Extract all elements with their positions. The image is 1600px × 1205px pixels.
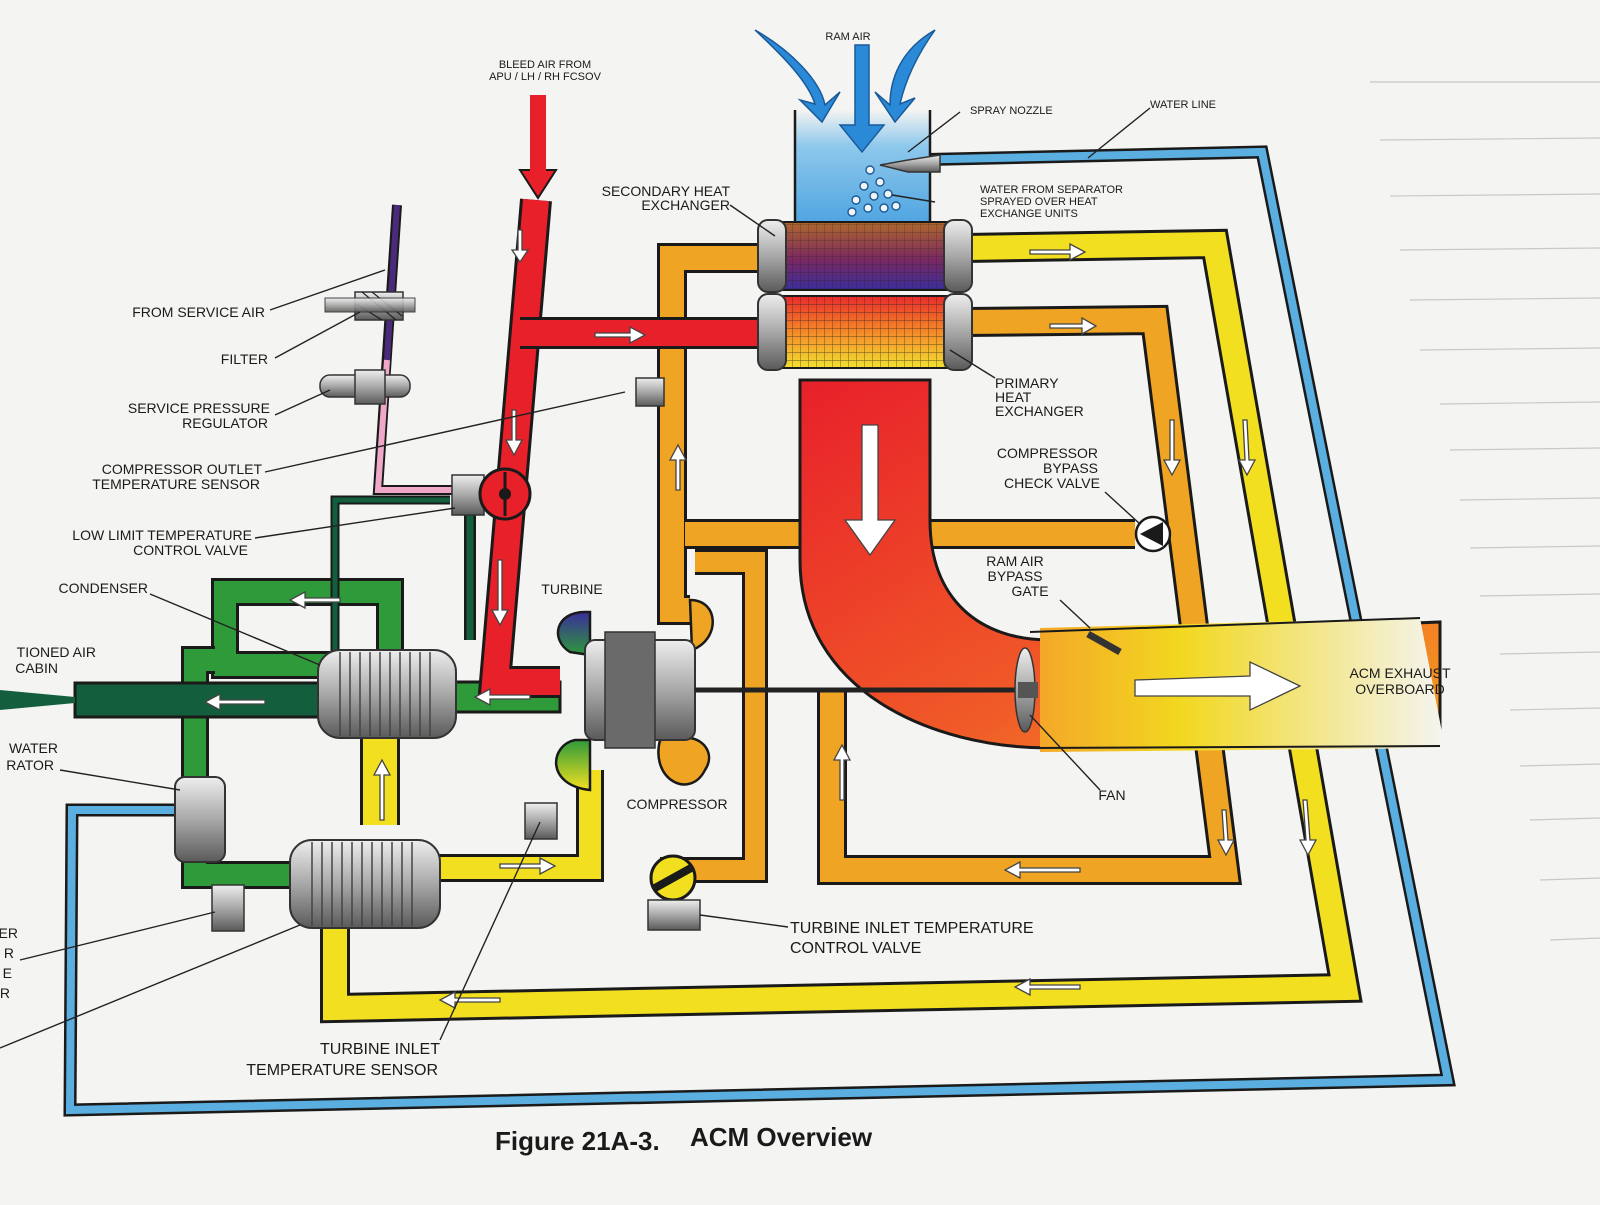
label-primary-hx-2: HEAT [995, 389, 1032, 405]
ram-air-bypass-gate [1086, 630, 1122, 656]
label-turbine: TURBINE [541, 581, 602, 597]
cabin-supply-duct [0, 680, 562, 719]
condenser [317, 649, 457, 739]
caption-number: Figure 21A-3. [495, 1126, 660, 1156]
label-from-service-air: FROM SERVICE AIR [132, 304, 265, 320]
label-comp-bypass-1: COMPRESSOR [997, 445, 1098, 461]
labels: RAM AIR BLEED AIR FROM APU / LH / RH FCS… [0, 31, 1451, 1079]
label-acm-exhaust-1: ACM EXHAUST [1349, 665, 1451, 681]
label-secondary-hx-1: SECONDARY HEAT [602, 183, 731, 199]
label-water-separator-2: RATOR [6, 757, 54, 773]
label-ram-bypass-2: BYPASS [988, 568, 1043, 584]
label-cut-4: R [0, 985, 10, 1001]
label-fan: FAN [1098, 787, 1125, 803]
label-water-separator-1: WATER [9, 740, 58, 756]
label-cut-1: ER [0, 925, 18, 941]
label-service-pressure-1: SERVICE PRESSURE [128, 400, 270, 416]
label-cut-3: E [3, 965, 12, 981]
water-separator [174, 776, 226, 863]
label-bleed-air-1: BLEED AIR FROM [499, 59, 591, 71]
label-comp-outlet-2: TEMPERATURE SENSOR [92, 476, 260, 492]
label-secondary-hx-2: EXCHANGER [641, 197, 730, 213]
compressor-bypass-check-valve [1134, 515, 1172, 553]
leader-lines [0, 107, 1151, 1049]
components [211, 291, 701, 932]
label-comp-outlet-1: COMPRESSOR OUTLET [102, 461, 263, 477]
arrow-duct-down [843, 424, 897, 557]
label-low-limit-1: LOW LIMIT TEMPERATURE [72, 527, 252, 543]
conditioned-air-loop [181, 495, 476, 889]
caption-title: ACM Overview [690, 1122, 873, 1152]
label-comp-bypass-3: CHECK VALVE [1004, 475, 1100, 491]
label-condenser: CONDENSER [59, 580, 148, 596]
water-temperature-sensor [211, 884, 245, 932]
label-cut-2: R [4, 945, 14, 961]
label-ram-air: RAM AIR [825, 31, 870, 43]
label-water-sep-3: EXCHANGE UNITS [980, 208, 1078, 220]
label-tit-sensor-2: TEMPERATURE SENSOR [246, 1062, 438, 1079]
label-conditioned-2: CABIN [15, 660, 58, 676]
label-ram-bypass-1: RAM AIR [986, 553, 1044, 569]
flow-arrows [203, 229, 1318, 1010]
air-cycle-machine [554, 598, 1030, 792]
figure-caption: Figure 21A-3. ACM Overview [495, 1122, 873, 1156]
label-compressor: COMPRESSOR [626, 796, 727, 812]
label-tit-sensor-1: TURBINE INLET [320, 1041, 440, 1058]
label-conditioned-1: TIONED AIR [17, 644, 96, 660]
label-low-limit-2: CONTROL VALVE [133, 542, 248, 558]
label-tit-valve-1: TURBINE INLET TEMPERATURE [790, 920, 1034, 937]
primary-heat-exchanger [757, 293, 973, 371]
label-water-sep-2: SPRAYED OVER HEAT [980, 196, 1098, 208]
page-rule-lines [1370, 81, 1600, 941]
label-tit-valve-2: CONTROL VALVE [790, 940, 921, 957]
label-bleed-air-2: APU / LH / RH FCSOV [489, 71, 602, 83]
compressor-outlet-temperature-sensor [635, 377, 665, 407]
label-comp-bypass-2: BYPASS [1043, 460, 1098, 476]
label-primary-hx-3: EXCHANGER [995, 403, 1084, 419]
label-ram-bypass-3: GATE [1011, 583, 1048, 599]
secondary-heat-exchanger [757, 219, 973, 293]
label-water-line: WATER LINE [1150, 99, 1216, 111]
label-filter: FILTER [221, 351, 268, 367]
label-spray-nozzle: SPRAY NOZZLE [970, 105, 1053, 117]
reheater [289, 839, 441, 929]
label-primary-hx-1: PRIMARY [995, 375, 1059, 391]
arrow-exhaust [1134, 660, 1302, 712]
label-acm-exhaust-2: OVERBOARD [1355, 681, 1444, 697]
label-water-sep-1: WATER FROM SEPARATOR [980, 184, 1123, 196]
cool-yellow-loop [320, 228, 1363, 1024]
spray-nozzle [879, 154, 941, 173]
warm-orange-loop [657, 243, 1243, 885]
water-droplets [847, 165, 901, 217]
water-line-loop [63, 145, 1456, 1117]
ram-air-arrows [754, 29, 936, 154]
turbine-inlet-temperature-sensor [524, 802, 558, 840]
label-service-pressure-2: REGULATOR [182, 415, 268, 431]
fan [1014, 647, 1038, 733]
service-air-line [372, 204, 462, 495]
